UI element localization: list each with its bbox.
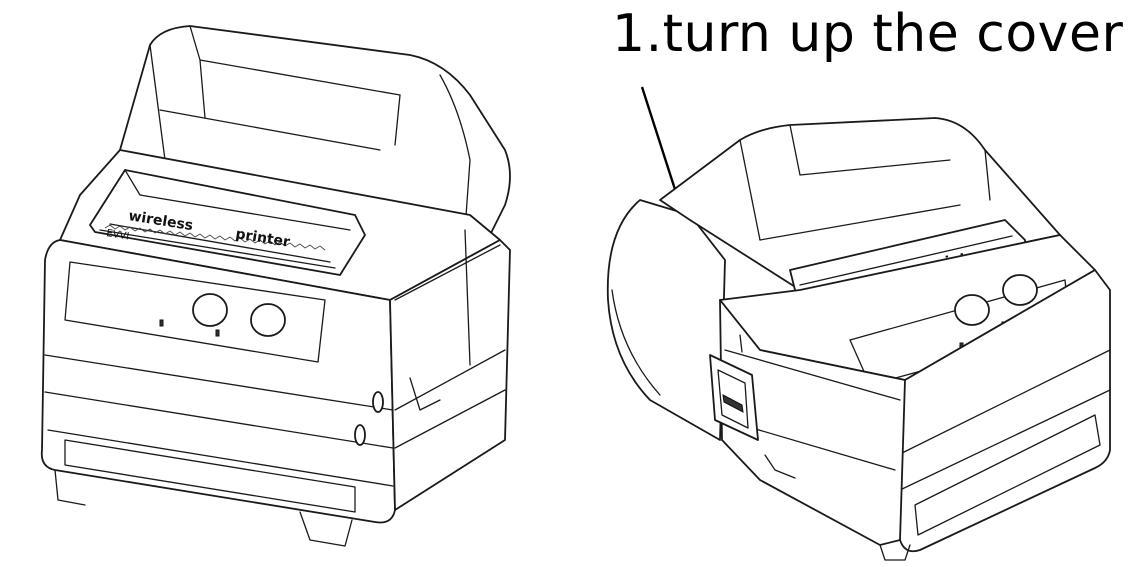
left-printer-control-panel [64,261,326,363]
right-printer-roll-cover [606,199,726,441]
left-printer-port-1 [372,391,384,413]
left-printer-led-1 [159,319,164,327]
left-printer-roll-cover [119,25,511,256]
right-printer-front-body [894,269,1111,553]
left-printer-front-body [40,239,396,524]
left-printer-led-2 [215,329,220,337]
left-printer-side-panel [389,239,511,511]
step-instruction-text: 1.turn up the cover [612,4,1124,64]
left-printer-button-2 [250,303,286,337]
right-printer-cover-release-port [709,354,759,441]
left-printer-button-1 [192,293,228,327]
right-printer: wireless printer [606,117,1111,561]
left-printer: wireless printer EVVI [40,25,511,547]
right-printer-button-1 [954,294,990,326]
left-printer-label-extra: EVVI [106,228,130,242]
left-printer-port-2 [354,424,366,446]
right-printer-button-2 [1002,274,1038,306]
